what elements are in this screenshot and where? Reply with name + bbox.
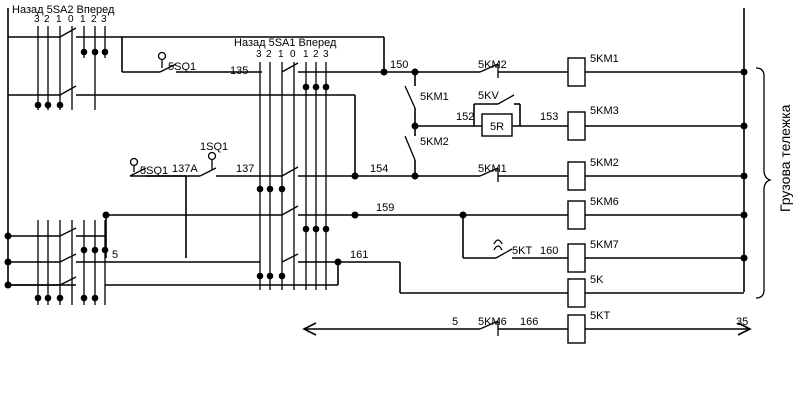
- switch-5sa1: Назад 5SA1 Вперед 3 2 1 0 1 2 3: [234, 37, 384, 290]
- switch-5sa2-title: Назад 5SA2 Вперед: [12, 4, 115, 16]
- coil-5km7-label: 5KM7: [590, 239, 619, 251]
- switch-5sa1-pos-5: 2: [313, 49, 319, 60]
- rung-5km7: 5KT 160 5KM7: [462, 215, 748, 273]
- limit-switch-5sq1-lower-label: 5SQ1: [140, 165, 168, 177]
- switch-5sa1-pos-0: 3: [256, 49, 262, 60]
- wire-5-label: 5: [112, 249, 118, 261]
- coil-5km1-label: 5KM1: [590, 53, 619, 65]
- switch-5sa2-pos-1: 2: [44, 14, 50, 25]
- vertical-contacts: 5KM1 5KM2: [404, 72, 449, 176]
- resistor-5r-label: 5R: [490, 121, 504, 133]
- contact-5km2-label: 5KM2: [420, 136, 449, 148]
- contact-5km6-label: 5KM6: [478, 316, 507, 328]
- wire-137-label: 137: [236, 163, 254, 175]
- wire-152-label: 152: [456, 111, 474, 123]
- coil-5kt-label: 5KT: [590, 310, 610, 322]
- limit-switch-1sq1-label: 1SQ1: [200, 141, 228, 153]
- contact-5kt-label: 5KT: [512, 245, 532, 257]
- wire-135-label: 135: [230, 65, 248, 77]
- rung-5kt: 5 5KM6 166 5KT 35: [302, 310, 752, 344]
- coil-5km6-label: 5KM6: [590, 196, 619, 208]
- switch-5sa2-pos-5: 2: [91, 14, 97, 25]
- wire-153-label: 153: [540, 111, 558, 123]
- limit-switch-5sq1-upper: 5SQ1 135: [122, 51, 262, 77]
- rung-5k: 5K: [399, 262, 744, 308]
- wire-159-label: 159: [376, 202, 394, 214]
- left-contacts-lower: 5: [4, 220, 260, 305]
- wire-137a-label: 137A: [172, 163, 198, 175]
- wire-150-label: 150: [390, 59, 408, 71]
- switch-5sa1-pos-2: 1: [278, 49, 284, 60]
- switch-5sa2-pos-2: 1: [56, 14, 62, 25]
- rung-5km6: 159 5KM6: [102, 196, 748, 258]
- switch-5sa1-pos-1: 2: [266, 49, 272, 60]
- switch-5sa2: Назад 5SA2 Вперед 3 2 1 0 1 2 3: [8, 4, 356, 176]
- switch-5sa2-pos-0: 3: [34, 14, 40, 25]
- switch-5sa2-pos-6: 3: [101, 14, 107, 25]
- rung-5km2: 5SQ1 137A 1SQ1 137 154 5KM1 5KM2: [129, 141, 748, 258]
- coil-5km3-label: 5KM3: [590, 105, 619, 117]
- top-rail: [122, 36, 385, 72]
- limit-switch-5sq1-upper-label: 5SQ1: [168, 61, 196, 73]
- switch-5sa1-lower-contacts: 161: [105, 249, 400, 286]
- wire-166-label: 166: [520, 316, 538, 328]
- wire-160-label: 160: [540, 245, 558, 257]
- rung-5km3: 152 5R 5KV 153 5KM3: [415, 90, 748, 141]
- wire-5b-label: 5: [452, 316, 458, 328]
- contact-5kv-label: 5KV: [478, 90, 499, 102]
- wire-35-label: 35: [736, 316, 748, 328]
- switch-5sa1-pos-4: 1: [303, 49, 309, 60]
- contact-5km2-nc-label: 5KM2: [478, 59, 507, 71]
- side-label: Грузова тележка: [777, 104, 793, 212]
- switch-5sa2-pos-4: 1: [80, 14, 86, 25]
- coil-5k-label: 5K: [590, 274, 604, 286]
- wire-161-label: 161: [350, 249, 368, 261]
- switch-5sa1-title: Назад 5SA1 Вперед: [234, 37, 337, 49]
- switch-5sa1-pos-3: 0: [290, 49, 296, 60]
- rung-5km1: 150 5KM2 5KM1: [380, 53, 748, 87]
- switch-5sa2-pos-3: 0: [68, 14, 74, 25]
- contact-5km1-nc-label: 5KM1: [478, 163, 507, 175]
- contact-5km1-label: 5KM1: [420, 91, 449, 103]
- switch-5sa1-pos-6: 3: [323, 49, 329, 60]
- coil-5km2-label: 5KM2: [590, 157, 619, 169]
- side-brace: [755, 67, 773, 299]
- wire-154-label: 154: [370, 163, 388, 175]
